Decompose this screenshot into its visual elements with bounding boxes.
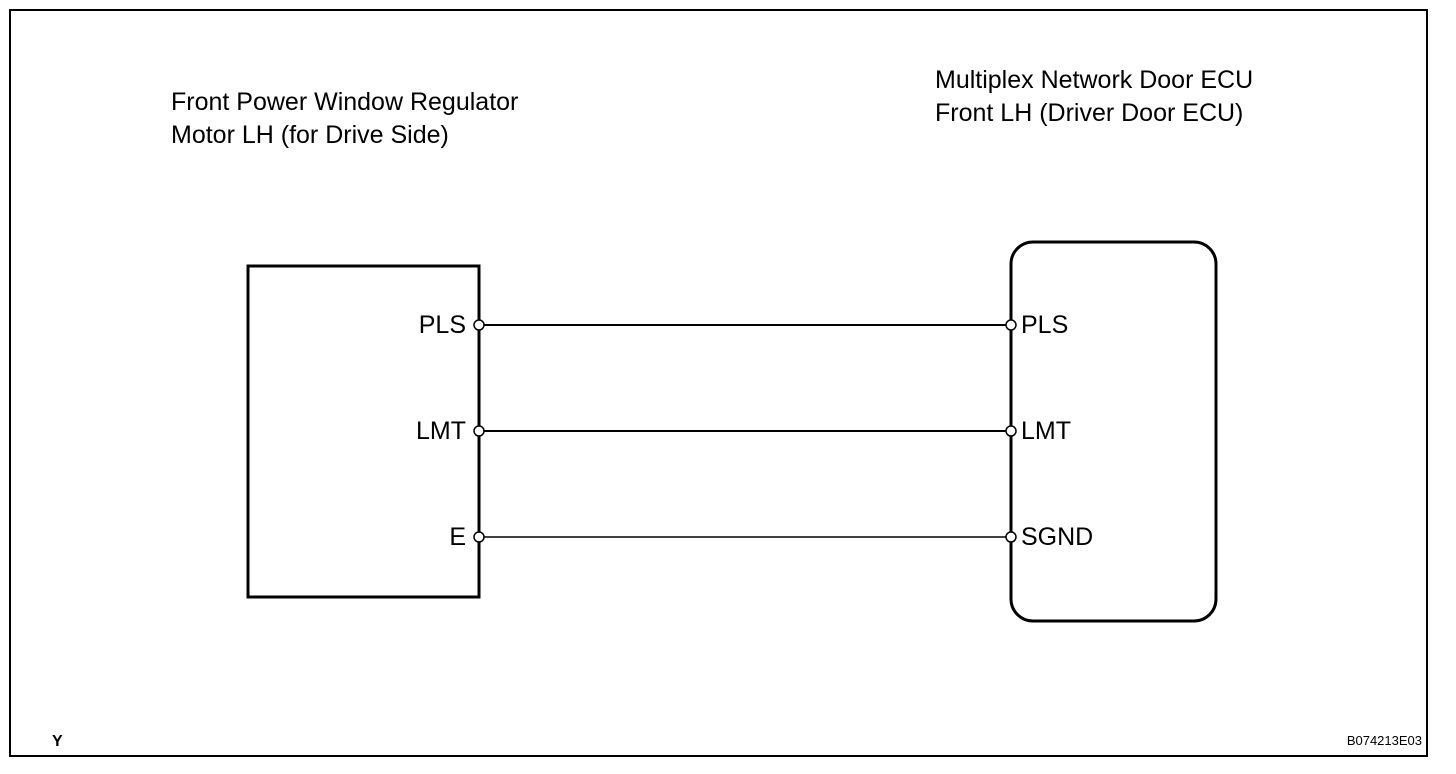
motor-title-line1: Front Power Window Regulator	[171, 88, 519, 116]
diagram-frame	[9, 9, 1428, 757]
motor-pin-lmt-label: LMT	[416, 417, 466, 445]
motor-pin-pls-label: PLS	[418, 311, 466, 339]
motor-title-line2: Motor LH (for Drive Side)	[171, 121, 449, 149]
figure-id: B074213E03	[1346, 733, 1422, 748]
motor-pin-lmt-terminal	[473, 425, 485, 437]
motor-pin-e-terminal	[473, 531, 485, 543]
ecu-pin-pls-label: PLS	[1021, 311, 1069, 339]
ecu-pin-lmt-label: LMT	[1021, 417, 1071, 445]
ecu-title-line1: Multiplex Network Door ECU	[935, 66, 1254, 94]
ecu-pin-sgnd-label: SGND	[1021, 523, 1094, 551]
motor-pin-pls-terminal	[473, 319, 485, 331]
footer-left-code: Y	[52, 733, 63, 750]
motor-pin-e-label: E	[449, 523, 466, 551]
ecu-title-line2: Front LH (Driver Door ECU)	[935, 99, 1244, 127]
motor-title: Front Power Window Regulator Motor LH (f…	[171, 86, 518, 152]
ecu-pin-pls-terminal	[1005, 319, 1017, 331]
ecu-pin-sgnd-terminal	[1005, 531, 1017, 543]
ecu-pin-lmt-terminal	[1005, 425, 1017, 437]
ecu-title: Multiplex Network Door ECU Front LH (Dri…	[935, 64, 1253, 130]
